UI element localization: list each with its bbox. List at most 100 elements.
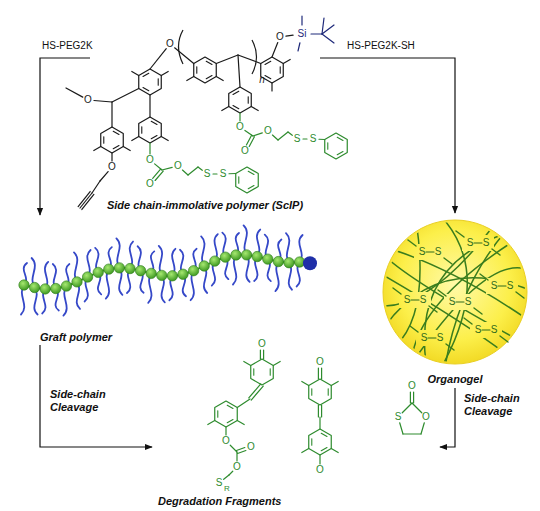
backbone-bead (231, 250, 241, 260)
atom-label: S (395, 412, 402, 422)
bond-line (151, 135, 157, 138)
bond-line (321, 433, 327, 436)
bond-line (403, 433, 421, 434)
atom-label: O (84, 95, 92, 105)
bond-line (311, 389, 312, 396)
atom-label: O (264, 126, 272, 136)
bond-line (474, 242, 482, 243)
backbone-bead (82, 272, 92, 282)
bond-line (482, 329, 490, 330)
bond-line (272, 43, 278, 57)
bond-line (480, 274, 488, 280)
bond-line (216, 55, 238, 64)
bond-line (318, 368, 319, 379)
bond-line (188, 167, 198, 175)
scheme-panel: Degradation Fragments (152, 340, 440, 511)
atom-label: S (507, 281, 514, 291)
bond-line (103, 137, 104, 144)
bond-line (411, 299, 419, 300)
bond-line (311, 439, 312, 446)
backbone-bead (273, 256, 283, 266)
bond-line (100, 172, 108, 181)
bond-line (328, 389, 329, 396)
bond-line (464, 318, 472, 324)
bond-line (251, 107, 258, 111)
bond-line (421, 423, 424, 434)
backbone-bead (210, 256, 220, 266)
bond-line (227, 405, 233, 408)
atom-label: S (465, 297, 472, 307)
reagent-label: Side-chain Cleavage (48, 388, 118, 414)
bond-line (239, 113, 240, 121)
atom-label: O (108, 162, 116, 172)
atom-label: O (316, 357, 324, 367)
atom-label: S (483, 238, 490, 248)
bond-line (213, 173, 217, 174)
bond-line (217, 411, 218, 418)
bond-line (444, 258, 452, 264)
backbone-bead (72, 277, 82, 287)
backbone-bead (178, 269, 188, 279)
reaction-arrow (440, 388, 455, 447)
atom-label: S (421, 333, 428, 343)
bond-line (492, 249, 500, 255)
bond-line (428, 337, 436, 338)
bond-line (498, 285, 506, 286)
bond-line (301, 16, 302, 25)
bond-line (283, 60, 290, 64)
bond-line (224, 475, 229, 479)
bond-line (410, 326, 418, 332)
bond-line (216, 77, 223, 81)
panel-caption: Graft polymer (40, 331, 112, 344)
bond-line (302, 382, 309, 386)
repeat-bracket (252, 40, 257, 74)
bond-line (92, 181, 100, 193)
atom-label: S (467, 238, 474, 248)
atom-label: S (437, 333, 444, 343)
graft-polymer-illustration (19, 225, 317, 315)
bond-line (222, 107, 229, 111)
bond-line (412, 403, 422, 413)
bond-line (393, 288, 401, 294)
bond-line (238, 55, 261, 64)
bond-line (78, 192, 90, 207)
bond-line (322, 18, 324, 34)
reagent-label: HS-PEG2K-SH (345, 40, 417, 52)
bond-line (94, 100, 112, 102)
network-chain (384, 255, 519, 340)
bond-line (408, 240, 416, 246)
bond-line (456, 301, 464, 302)
bond-line (113, 131, 119, 134)
backbone-bead (51, 283, 61, 293)
atom-label: S (220, 169, 227, 179)
bond-line (236, 452, 237, 461)
bond-line (322, 25, 334, 34)
bond-line (260, 350, 261, 359)
disulfide-crosslinks (393, 231, 524, 350)
backbone-bead (157, 270, 167, 280)
bond-line (230, 445, 237, 452)
backbone-bead (220, 252, 230, 262)
atom-label: O (233, 462, 241, 472)
atom-label: O (422, 412, 430, 422)
bond-line (270, 369, 271, 376)
atom-label: n (259, 75, 265, 85)
bond-line (248, 171, 254, 174)
bond-line (151, 121, 157, 124)
atom-label: O (241, 146, 249, 156)
atom-label: Si (298, 29, 307, 39)
backbone-bead (40, 284, 50, 294)
bond-line (149, 143, 150, 154)
bond-line (319, 417, 320, 429)
bond-line (227, 419, 233, 422)
atom-label: O (146, 155, 154, 165)
backbone-bead (93, 267, 103, 277)
bond-line (187, 77, 194, 81)
bond-line (272, 135, 278, 140)
scheme-panel: Graft polymer (10, 215, 320, 345)
end-group-bead (303, 256, 317, 270)
network-chain (396, 222, 420, 346)
atom-label: O (174, 161, 182, 171)
bond-line (66, 88, 83, 97)
